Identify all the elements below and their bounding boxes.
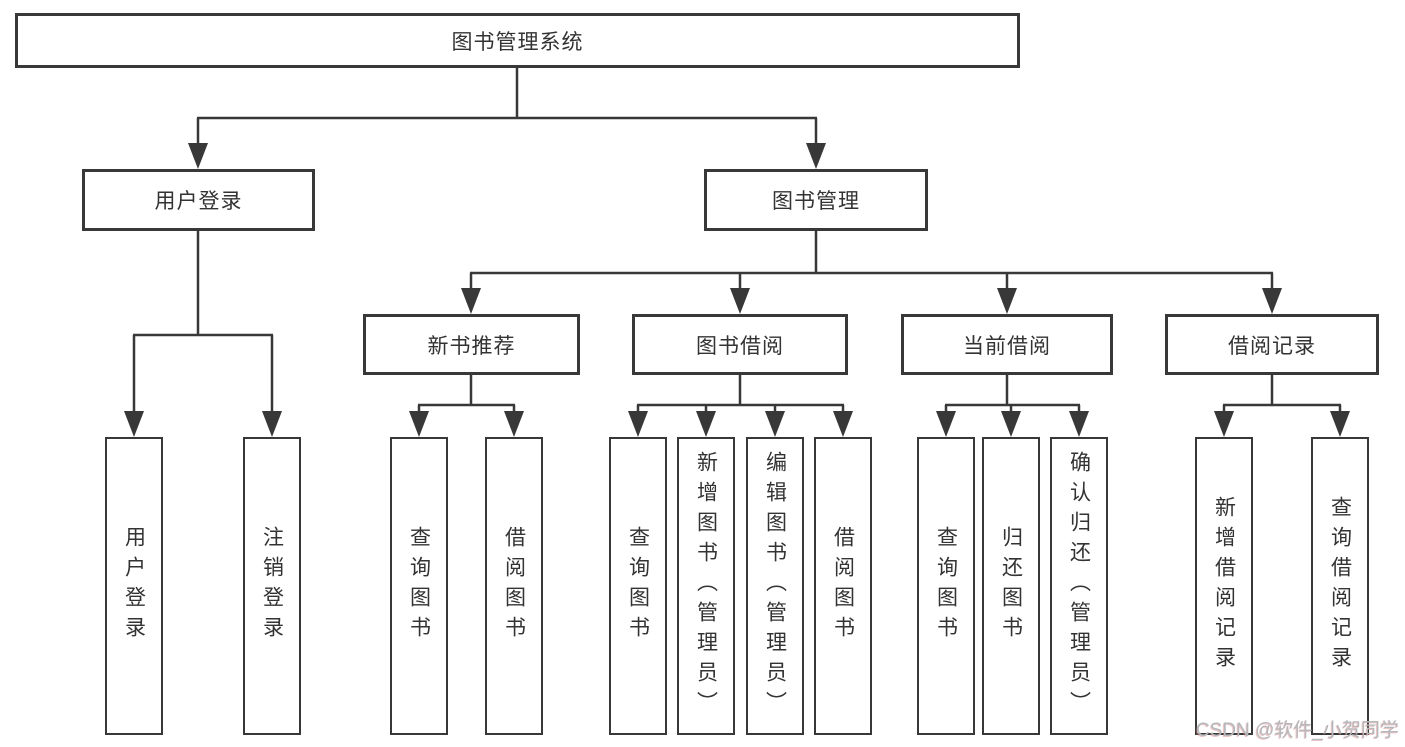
node-root-system: 图书管理系统 — [15, 13, 1020, 68]
leaf-confirm-return-admin-label: 确认归还（管理员） — [1067, 451, 1091, 721]
leaf-borrow-book: 借阅图书 — [814, 437, 872, 735]
leaf-query-book-borrow: 查询图书 — [609, 437, 667, 735]
csdn-watermark: CSDN @软件_小贺同学 — [1196, 720, 1399, 741]
leaf-edit-book-admin-label: 编辑图书（管理员） — [763, 451, 787, 721]
leaf-user-login-label: 用户登录 — [122, 526, 146, 646]
leaf-borrow-book-recommend-label: 借阅图书 — [502, 526, 526, 646]
leaf-logout: 注销登录 — [243, 437, 301, 735]
node-new-book-recommend: 新书推荐 — [363, 314, 580, 375]
leaf-return-book: 归还图书 — [982, 437, 1040, 735]
node-current-borrow-label: 当前借阅 — [963, 334, 1051, 358]
leaf-user-login: 用户登录 — [105, 437, 163, 735]
node-user-login: 用户登录 — [82, 169, 315, 231]
leaf-query-borrow-record-label: 查询借阅记录 — [1328, 496, 1352, 676]
node-current-borrow: 当前借阅 — [901, 314, 1113, 375]
leaf-edit-book-admin: 编辑图书（管理员） — [746, 437, 804, 735]
node-root-label: 图书管理系统 — [451, 30, 584, 54]
node-borrow-record: 借阅记录 — [1165, 314, 1379, 375]
leaf-add-borrow-record: 新增借阅记录 — [1195, 437, 1253, 735]
node-book-management-label: 图书管理 — [772, 190, 860, 213]
leaf-query-book-borrow-label: 查询图书 — [626, 526, 650, 646]
leaf-query-book-current: 查询图书 — [917, 437, 975, 735]
node-user-login-label: 用户登录 — [154, 190, 243, 213]
leaf-add-borrow-record-label: 新增借阅记录 — [1212, 496, 1236, 676]
leaf-add-book-admin: 新增图书（管理员） — [677, 437, 735, 735]
node-book-management: 图书管理 — [704, 169, 928, 231]
leaf-confirm-return-admin: 确认归还（管理员） — [1050, 437, 1108, 735]
leaf-add-book-admin-label: 新增图书（管理员） — [694, 451, 718, 721]
leaf-query-book-recommend: 查询图书 — [390, 437, 448, 735]
leaf-query-borrow-record: 查询借阅记录 — [1311, 437, 1369, 735]
leaf-return-book-label: 归还图书 — [999, 526, 1023, 646]
leaf-logout-label: 注销登录 — [260, 526, 284, 646]
leaf-query-book-recommend-label: 查询图书 — [407, 526, 431, 646]
leaf-borrow-book-label: 借阅图书 — [831, 526, 855, 646]
node-book-borrow: 图书借阅 — [632, 314, 848, 375]
node-new-book-recommend-label: 新书推荐 — [427, 334, 516, 358]
leaf-query-book-current-label: 查询图书 — [934, 526, 958, 646]
arrowhead-icons — [124, 143, 1350, 437]
leaf-borrow-book-recommend: 借阅图书 — [485, 437, 543, 735]
node-borrow-record-label: 借阅记录 — [1228, 334, 1316, 358]
node-book-borrow-label: 图书借阅 — [696, 334, 784, 358]
